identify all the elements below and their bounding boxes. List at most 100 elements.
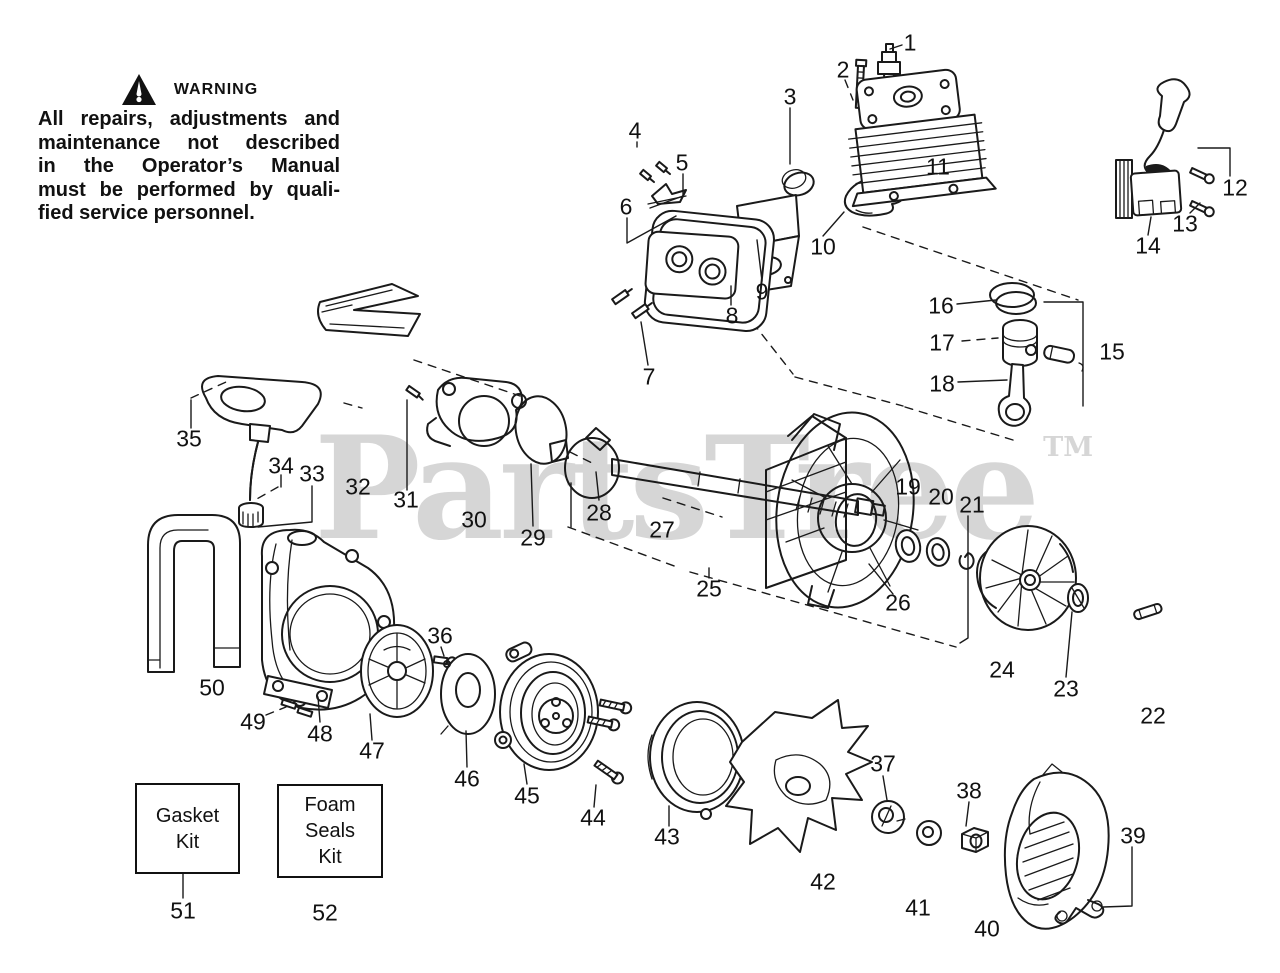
part-label-1: 1 <box>903 29 917 56</box>
part-label-29: 29 <box>520 524 546 551</box>
part-label-41: 41 <box>905 894 931 921</box>
warning-text-line: in the Operator’s Manual <box>38 155 340 177</box>
part-label-14: 14 <box>1135 232 1161 259</box>
fan-nut-drawing <box>916 820 942 846</box>
watermark-tm: TM <box>1043 432 1094 463</box>
part-label-51: 51 <box>170 897 196 924</box>
muffler-screws-drawing <box>639 160 687 205</box>
muffler-mount-screws-drawing <box>611 288 653 320</box>
starter-handle-drawing <box>201 375 322 528</box>
part-label-13: 13 <box>1172 210 1198 237</box>
foam-seal-drawing <box>317 283 421 337</box>
part-label-2: 2 <box>836 56 850 83</box>
part-label-47: 47 <box>359 737 385 764</box>
part-label-22: 22 <box>1140 702 1166 729</box>
kit-label-line: Gasket <box>155 804 220 827</box>
crankcase-drawing <box>765 411 919 609</box>
clamp-drawing <box>781 169 815 197</box>
part-label-48: 48 <box>307 720 333 747</box>
part-label-25: 25 <box>696 575 722 602</box>
fan-drawing <box>725 699 873 853</box>
part-label-17: 17 <box>929 329 955 356</box>
part-label-36: 36 <box>427 622 453 649</box>
part-label-16: 16 <box>928 292 954 319</box>
gasket-kit-box: Gasket Kit <box>135 783 240 874</box>
part-label-46: 46 <box>454 765 480 792</box>
kit-label-line: Kit <box>318 846 342 868</box>
oval-gasket-drawing <box>514 395 568 465</box>
part-label-38: 38 <box>956 777 982 804</box>
housing-clip-drawing <box>1054 899 1105 925</box>
part-label-31: 31 <box>393 486 419 513</box>
warning-text-line: must be performed by quali- <box>38 178 340 201</box>
flywheel-washer-drawing <box>1067 583 1089 613</box>
ignition-module-drawing <box>1115 78 1215 219</box>
kit-label-line: Seals <box>304 820 356 842</box>
part-label-12: 12 <box>1222 174 1248 201</box>
part-label-35: 35 <box>176 425 202 452</box>
assembly-dashed-lines <box>343 226 1079 648</box>
part-label-19: 19 <box>895 473 921 500</box>
flywheel-drawing <box>976 525 1077 631</box>
warning-header: WARNING <box>38 72 340 108</box>
warning-triangle-icon <box>121 74 156 105</box>
small-screw-drawing <box>405 384 424 401</box>
leader-lines <box>182 44 1231 908</box>
part-label-43: 43 <box>654 823 680 850</box>
part-label-34: 34 <box>268 452 294 479</box>
part-label-26: 26 <box>885 589 911 616</box>
piston-assembly-drawing <box>989 282 1084 427</box>
part-label-39: 39 <box>1120 822 1146 849</box>
part-label-42: 42 <box>810 868 836 895</box>
part-label-44: 44 <box>580 804 606 831</box>
retainer-clip-drawing <box>958 552 975 570</box>
muffler-drawing <box>643 209 775 333</box>
part-label-5: 5 <box>675 149 689 176</box>
crank-seals-drawing <box>894 529 951 567</box>
part-label-30: 30 <box>461 506 487 533</box>
warning-title: WARNING <box>173 81 259 98</box>
part-label-32: 32 <box>345 473 371 500</box>
part-label-11: 11 <box>926 153 950 180</box>
part-label-4: 4 <box>628 117 642 144</box>
part-label-23: 23 <box>1053 675 1079 702</box>
part-label-33: 33 <box>299 460 325 487</box>
part-label-24: 24 <box>989 656 1015 683</box>
part-label-9: 9 <box>755 278 769 305</box>
part-label-37: 37 <box>870 750 896 777</box>
kit-label-line: Foam <box>304 794 356 816</box>
cylinder-drawing <box>847 68 997 208</box>
clutch-drum-drawing <box>647 701 745 820</box>
warning-text-line: fied service personnel. <box>38 202 255 224</box>
part-label-20: 20 <box>928 483 954 510</box>
clutch-screws-drawing <box>586 698 633 785</box>
part-label-18: 18 <box>929 370 955 397</box>
part-label-28: 28 <box>586 499 612 526</box>
part-label-27: 27 <box>649 516 675 543</box>
foam-seals-kit-box: Foam Seals Kit <box>277 784 383 878</box>
part-label-45: 45 <box>514 782 540 809</box>
fan-washer-drawing <box>871 800 906 834</box>
starter-washer-drawing <box>440 653 496 735</box>
part-label-6: 6 <box>619 193 633 220</box>
warning-text-line: maintenance not described <box>38 131 340 154</box>
part-label-21: 21 <box>959 491 985 518</box>
part-label-40: 40 <box>974 915 1000 942</box>
part-label-7: 7 <box>642 363 656 390</box>
warning-text-line: All repairs, adjustments and <box>38 108 340 130</box>
hex-nut-drawing <box>961 827 989 853</box>
warning-block: WARNING All repairs, adjustments and mai… <box>38 72 340 226</box>
handle-frame-drawing <box>147 514 241 673</box>
part-label-3: 3 <box>783 83 797 110</box>
blower-housing-drawing <box>1003 763 1110 930</box>
part-label-15: 15 <box>1099 338 1125 365</box>
kit-label-line: Kit <box>175 830 200 853</box>
part-label-49: 49 <box>240 708 266 735</box>
part-label-52: 52 <box>312 899 338 926</box>
carb-adapter-drawing <box>426 376 527 447</box>
part-label-50: 50 <box>199 674 225 701</box>
starter-pulley-drawing <box>494 641 599 771</box>
part-label-10: 10 <box>810 233 836 260</box>
